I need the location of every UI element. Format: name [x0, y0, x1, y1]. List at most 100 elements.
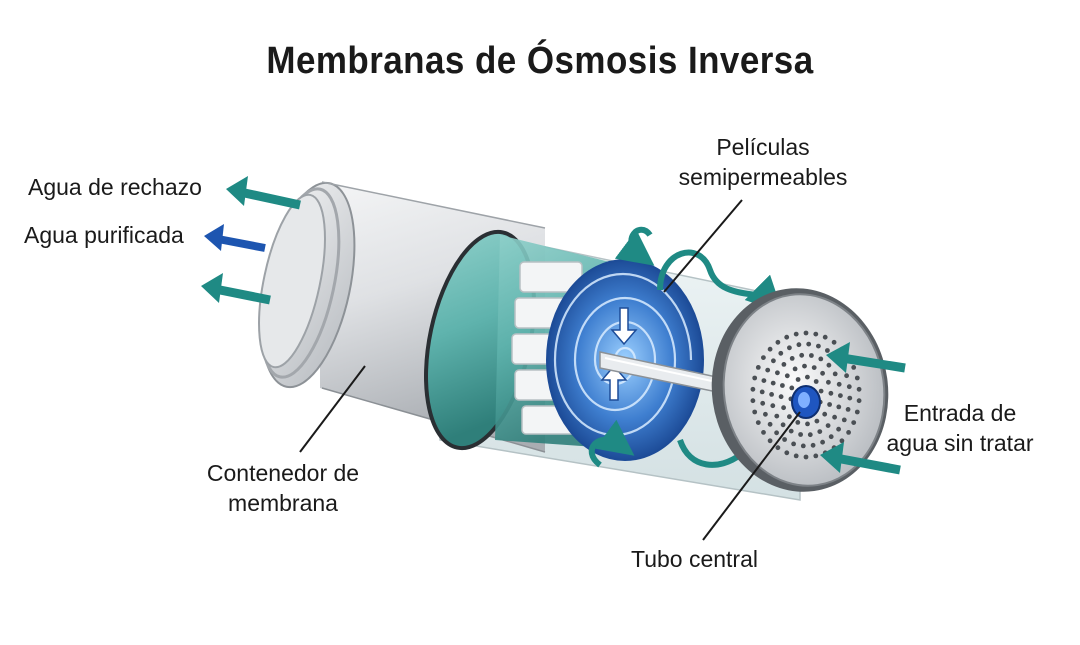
perforation-hole: [787, 345, 792, 351]
perforation-hole: [755, 365, 761, 370]
perforation-hole: [822, 334, 828, 340]
perforation-hole: [820, 370, 825, 376]
diagram-title: Membranas de Ósmosis Inversa: [266, 40, 814, 82]
perforation-hole: [752, 375, 758, 381]
end-cap: [711, 288, 889, 492]
perforation-hole: [775, 370, 780, 376]
perforation-hole: [755, 420, 761, 425]
perforation-hole: [775, 339, 781, 345]
perforation-hole: [778, 350, 784, 356]
perforation-hole: [841, 417, 847, 423]
perforation-hole: [827, 402, 832, 407]
perforation-hole: [828, 390, 834, 396]
perforation-hole: [759, 389, 765, 395]
perforation-hole: [838, 393, 843, 398]
perforation-hole: [847, 395, 853, 401]
perforation-hole: [846, 384, 852, 390]
perforation-hole: [789, 385, 795, 391]
perforation-hole: [791, 441, 796, 447]
perforation-hole: [771, 358, 776, 364]
perforation-hole: [770, 380, 776, 386]
perforation-hole: [809, 353, 814, 358]
perforation-hole: [761, 355, 766, 360]
perforation-hole: [813, 331, 819, 337]
container-label: Contenedor de membrana: [183, 458, 383, 518]
central-tube-label: Tubo central: [631, 546, 758, 572]
perforation-hole: [839, 438, 845, 444]
perforation-hole: [750, 398, 756, 404]
central-tube-leader-line: [702, 411, 801, 541]
container-label-line1: Contenedor de: [206, 460, 360, 486]
perforation-hole: [752, 409, 758, 415]
perforation-hole: [784, 373, 790, 379]
perforation-hole: [802, 363, 807, 369]
perforation-hole: [817, 429, 823, 434]
perforation-hole: [803, 454, 809, 460]
perforation-hole: [818, 388, 824, 394]
perforation-hole: [750, 386, 756, 392]
perforation-hole: [811, 365, 817, 370]
films-label-line2: semipermeables: [678, 164, 848, 190]
perforation-hole: [832, 371, 838, 377]
perforation-hole: [760, 400, 766, 406]
perforation-hole: [793, 453, 799, 459]
films-leader-line: [663, 199, 743, 293]
reject-water-arrow-bottom: [201, 273, 271, 305]
perforation-hole: [784, 334, 790, 340]
perforation-hole: [818, 356, 824, 362]
reject-water-label: Agua de rechazo: [28, 174, 202, 200]
perforation-hole: [856, 398, 862, 404]
perforation-hole: [825, 423, 831, 428]
perforation-hole: [789, 356, 795, 361]
perforation-hole: [813, 379, 819, 384]
perforation-hole: [763, 411, 768, 417]
inlet-label: Entrada de agua sin tratar: [860, 398, 1060, 458]
perforation-hole: [851, 365, 857, 370]
perforation-hole: [807, 432, 813, 438]
inlet-label-line1: Entrada de: [903, 400, 1017, 426]
perforation-hole: [769, 392, 774, 397]
perforation-hole: [782, 437, 787, 442]
perforation-hole: [854, 409, 860, 415]
perforation-hole: [826, 362, 832, 368]
container-label-line2: membrana: [228, 490, 338, 516]
container-leader-line: [299, 365, 366, 453]
perforation-hole: [787, 414, 792, 420]
perforation-hole: [820, 439, 825, 445]
perforation-hole: [767, 438, 773, 444]
perforation-hole: [836, 381, 842, 387]
perforation-hole: [836, 426, 841, 432]
perforation-hole: [825, 348, 830, 353]
films-label-line1: Películas: [716, 134, 810, 160]
perforation-hole: [832, 414, 837, 420]
perforation-hole: [805, 421, 810, 427]
perforation-hole: [846, 430, 851, 435]
perforation-hole: [844, 373, 849, 379]
perforation-hole: [761, 430, 766, 435]
perforation-hole: [767, 346, 773, 352]
perforation-hole: [761, 378, 767, 383]
perforation-hole: [781, 362, 787, 367]
perforation-hole: [799, 352, 805, 358]
perforation-hole: [778, 394, 784, 400]
perforation-hole: [816, 343, 821, 349]
perforation-hole: [851, 420, 857, 425]
reject-water-arrow-top: [226, 176, 301, 210]
perforation-hole: [770, 403, 776, 409]
perforation-hole: [856, 386, 862, 392]
perforation-hole: [805, 374, 810, 380]
perforation-hole: [775, 445, 781, 451]
perforation-hole: [792, 366, 798, 372]
perforation-hole: [767, 421, 773, 427]
perforation-hole: [800, 443, 806, 449]
perforation-hole: [780, 422, 786, 428]
perforation-hole: [793, 331, 799, 337]
perforation-hole: [836, 404, 842, 410]
perforation-hole: [784, 450, 790, 456]
perforation-hole: [781, 405, 786, 411]
perforation-hole: [845, 407, 851, 412]
perforation-hole: [780, 383, 785, 388]
perforation-hole: [814, 418, 820, 424]
perforation-hole: [810, 442, 816, 448]
inlet-arrows: [820, 342, 906, 475]
